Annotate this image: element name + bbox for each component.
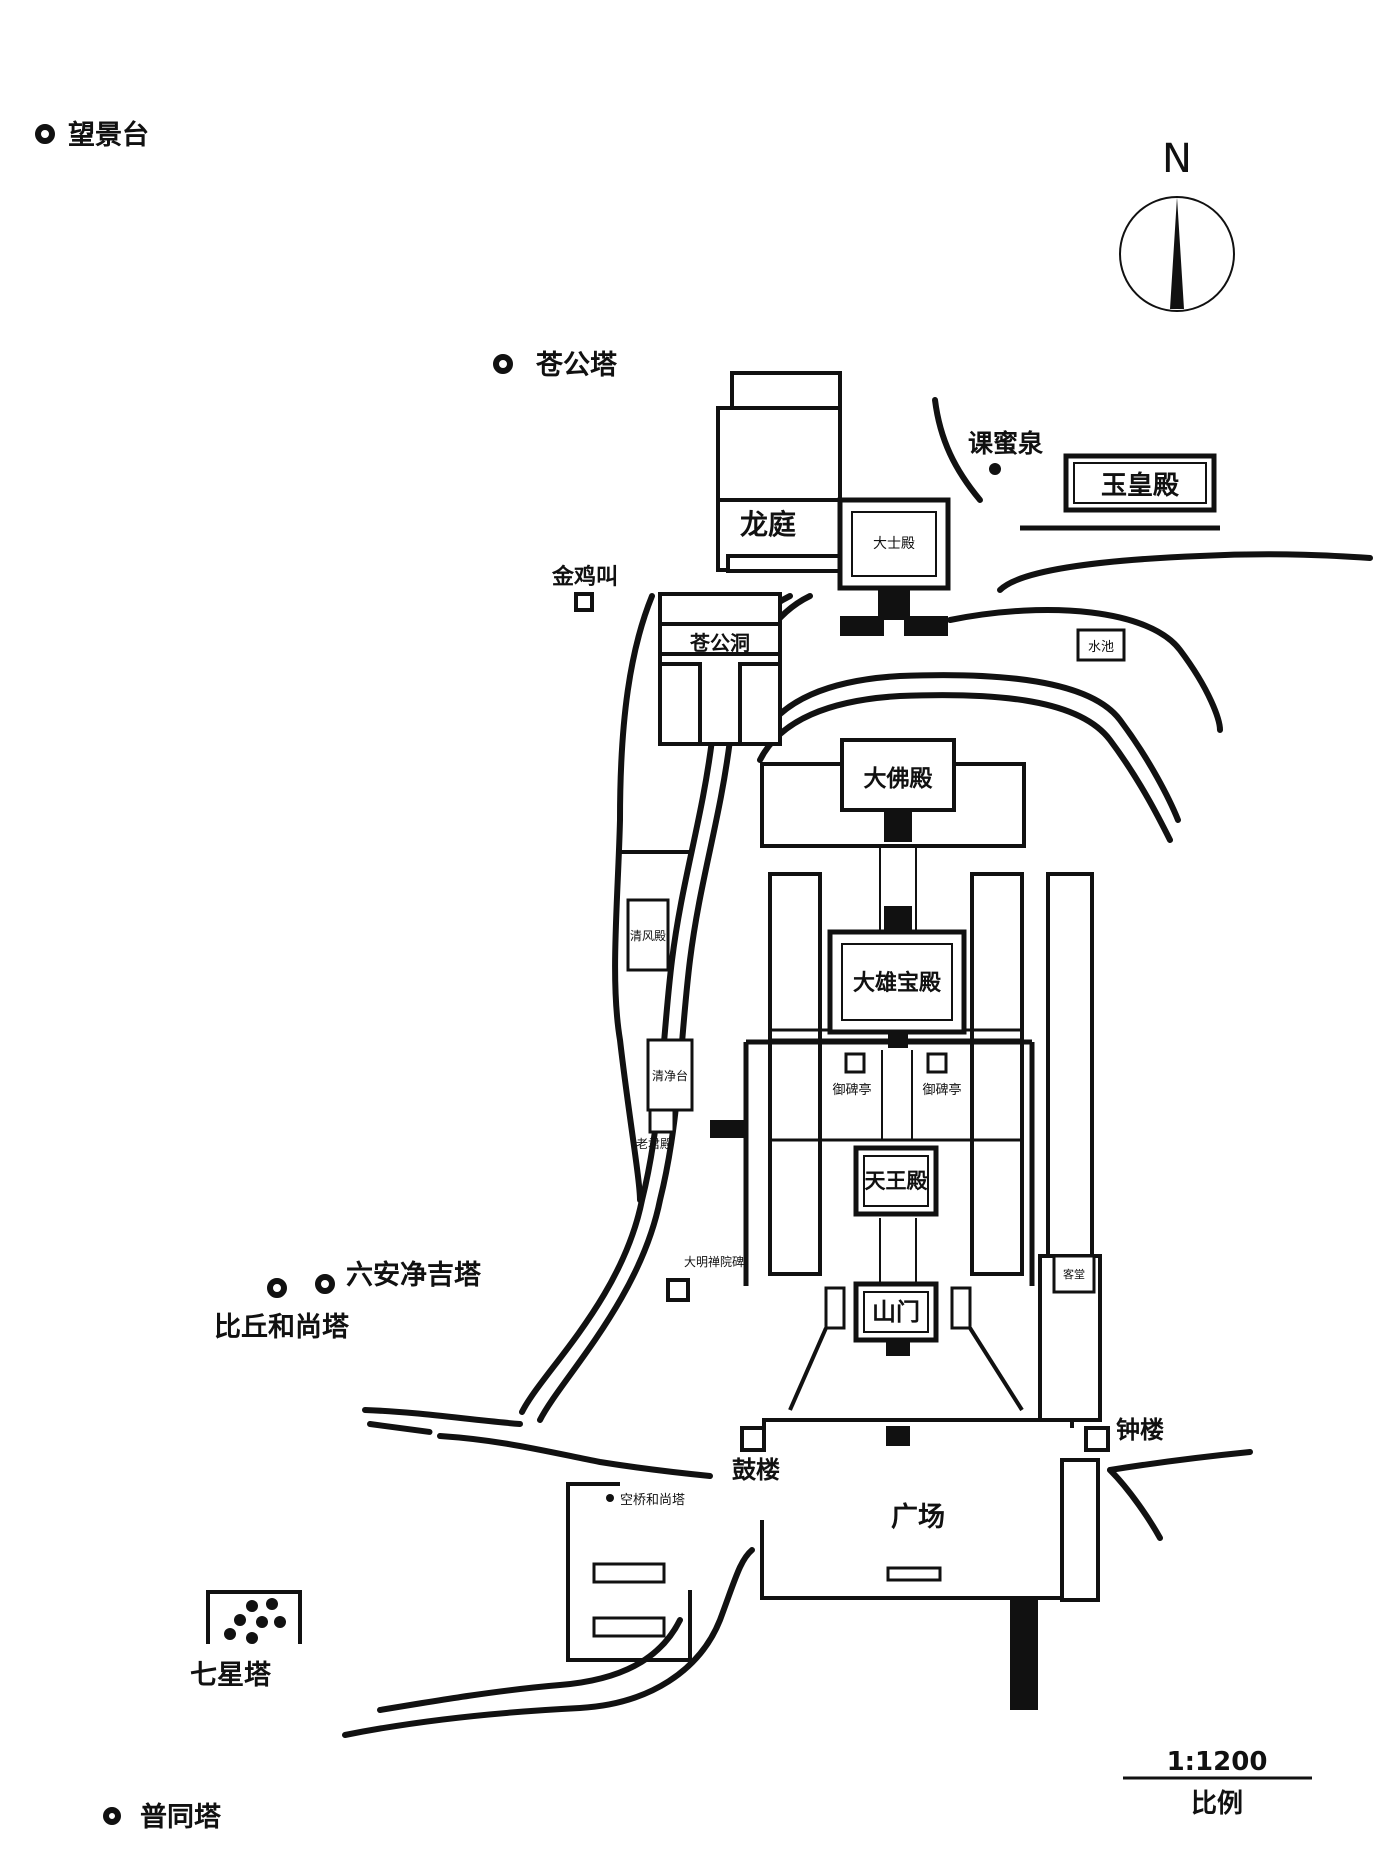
label-shanmen: 山门 (872, 1298, 920, 1326)
label-dashidian: 大士殿 (873, 536, 915, 552)
label-canggongdong: 苍公洞 (689, 631, 750, 655)
qixing-pagoda-dots (224, 1598, 286, 1644)
pagoda-markers (35, 124, 513, 1825)
kemiquan-marker-icon (989, 463, 1001, 475)
label-kemiquan: 课蜜泉 (968, 429, 1043, 458)
kongqiao-marker-icon (606, 1494, 614, 1502)
label-right-small: 客堂 (1063, 1267, 1085, 1281)
north-compass: N (1119, 136, 1235, 312)
label-tianwangdian: 天王殿 (865, 1169, 929, 1193)
label-qingjingtai: 清净台 (652, 1068, 688, 1083)
biqiu-marker-icon (267, 1278, 287, 1298)
label-liuan: 六安净吉塔 (346, 1260, 482, 1291)
label-qingfengdian: 清风殿 (630, 929, 666, 943)
label-canggongta: 苍公塔 (535, 350, 618, 381)
buildings (206, 371, 1220, 1710)
label-guangchang: 广场 (891, 1502, 945, 1533)
label-shuichi: 水池 (1088, 640, 1114, 655)
label-longting: 龙庭 (740, 508, 796, 541)
label-kongqiao-ta: 空桥和尚塔 (620, 1493, 685, 1508)
label-wangjingtai: 望景台 (68, 119, 149, 151)
label-qixing: 七星塔 (190, 1660, 272, 1691)
scale-ratio: 1:1200 (1167, 1747, 1268, 1777)
label-dafodian: 大佛殿 (864, 766, 934, 792)
label-zhonglou: 钟楼 (1116, 1416, 1164, 1444)
putong-marker-icon (103, 1807, 121, 1825)
map-labels: 望景台 苍公塔 六安净吉塔 比丘和尚塔 七星塔 普同塔 龙庭 大士殿 课蜜泉 玉… (68, 119, 1179, 1833)
label-jinjijiao: 金鸡叫 (551, 564, 618, 590)
canggongta-marker-icon (493, 354, 513, 374)
liuan-marker-icon (315, 1274, 335, 1294)
label-yubeiting-right: 御碑亭 (922, 1082, 961, 1098)
label-daming-bei: 大明禅院碑 (684, 1254, 744, 1269)
label-putong: 普同塔 (140, 1801, 222, 1833)
scale-label: 比例 (1191, 1789, 1243, 1819)
label-yuhuangdian: 玉皇殿 (1101, 471, 1179, 501)
map-scale: 1:1200 比例 (1123, 1747, 1312, 1819)
label-biqiu: 比丘和尚塔 (214, 1312, 350, 1343)
label-gulou: 鼓楼 (732, 1456, 780, 1484)
label-yubeiting-left: 御碑亭 (832, 1082, 871, 1098)
compass-needle-icon (1170, 197, 1184, 309)
compass-north-letter: N (1162, 136, 1192, 182)
roads (342, 397, 1373, 1738)
label-laojunmiao: 老君殿 (636, 1137, 672, 1151)
label-daxiongbaodian: 大雄宝殿 (853, 970, 942, 996)
wangjingtai-marker-icon (35, 124, 55, 144)
